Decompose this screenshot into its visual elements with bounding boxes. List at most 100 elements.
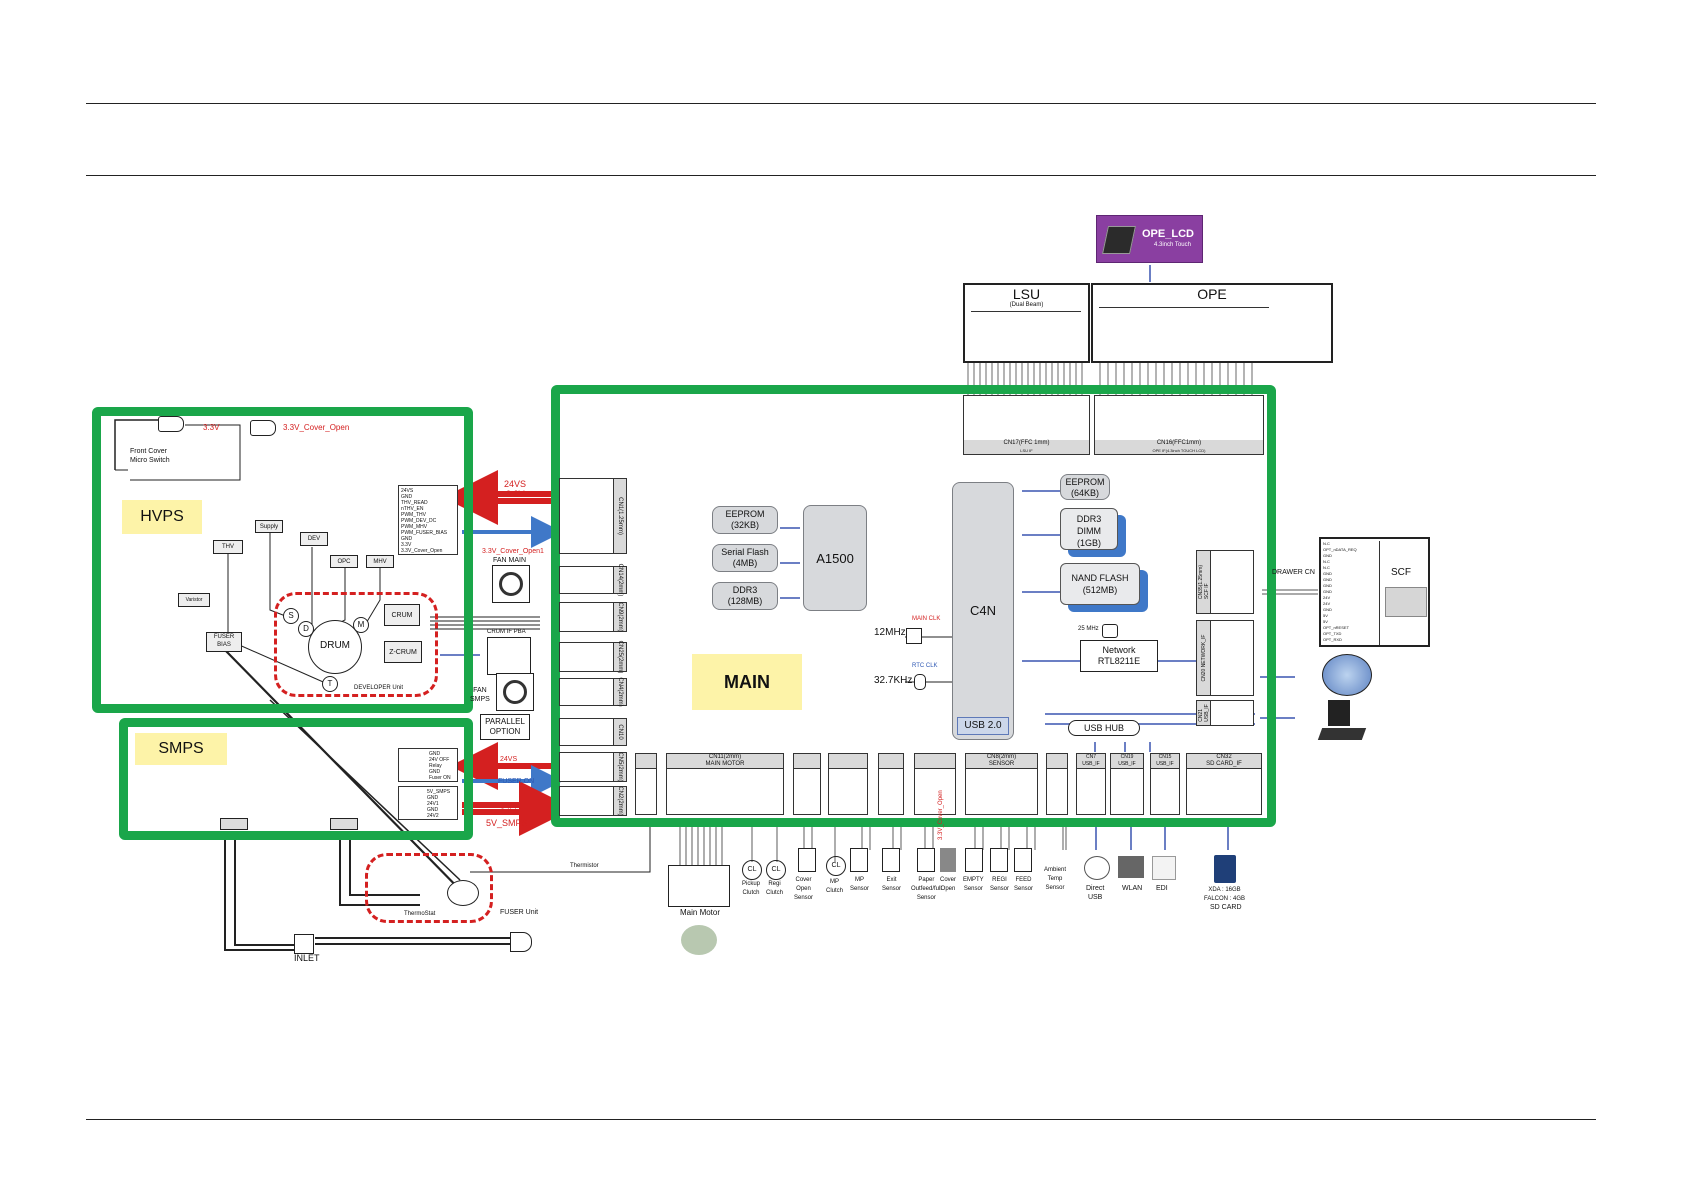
cn-ambient [1046, 753, 1068, 815]
cn16-connector: CN16(FFC1mm) OPE IF(4.3inch TOUCH LCD) [1094, 395, 1264, 455]
cn-cover [793, 753, 821, 815]
parallel-option-box: PARALLEL OPTION [480, 714, 530, 740]
switch-connector-a [158, 416, 184, 432]
c4n-label: C4N [969, 603, 996, 618]
fuser-unit-label: FUSER Unit [500, 909, 539, 916]
cover-open-label: Cover Open [940, 877, 957, 892]
mhz25-label: 25 MHz [1078, 626, 1099, 632]
cn2-connector: CN2(2mm) [559, 786, 627, 816]
lsu-block: LSU (Dual Beam) [963, 283, 1090, 363]
lcd-screen-icon [1102, 226, 1136, 254]
fan-smps-icon [496, 673, 534, 711]
regi-clutch-icon: CL [766, 860, 786, 880]
arrow-24v: 24V [500, 807, 517, 817]
cn-exit [878, 753, 904, 815]
header-rule-bottom [86, 175, 1596, 176]
mp-sensor-label: MP Sensor [850, 877, 870, 892]
crum-if-pba-label: CRUM IF PBA [487, 629, 526, 635]
network-globe-icon [1322, 654, 1372, 696]
cn11-label: CN11(2mm) MAIN MOTOR [667, 754, 783, 769]
cn16-sublabel: OPE IF(4.3inch TOUCH LCD) [1095, 447, 1263, 454]
edi-icon [1152, 856, 1176, 880]
eeprom-32kb: EEPROM (32KB) [712, 506, 778, 534]
ope-title: OPE [1197, 286, 1227, 302]
cn10-connector: CN10 [559, 718, 627, 746]
ope-lcd-title: OPE_LCD [1142, 228, 1194, 240]
arrow-fuser-on: FUSER ON [498, 778, 535, 785]
sd-card-spec: XDA : 16GB FALCON : 4GB [1204, 887, 1246, 902]
cn5-label: CN5(2mm) [617, 752, 623, 782]
cn20-label: CN20 NETWORK_IF [1200, 634, 1207, 682]
scf-tray-icon [1385, 587, 1427, 617]
cn2-label: CN2(2mm) [617, 786, 623, 816]
switch-connector-b [250, 420, 276, 436]
direct-usb-label: Direct USB [1086, 885, 1105, 901]
cn32-label: CN32 SD CARD_IF [1187, 754, 1261, 769]
cover-open-red-label: 3.3V_Cover_Open [938, 790, 944, 840]
main-board [551, 385, 1276, 827]
cn-thermistor [635, 753, 657, 815]
developer-unit-label: DEVELOPER Unit [354, 685, 404, 691]
cn20-connector: CN20 NETWORK_IF [1196, 620, 1254, 696]
cn32-connector: CN32 SD CARD_IF [1186, 753, 1262, 815]
hvps-3v3: 3.3V [203, 423, 220, 432]
pickup-clutch-icon: CL [742, 860, 762, 880]
main-motor-label: Main Motor [680, 908, 721, 917]
cn9-connector: CN9(2mm) [559, 602, 627, 632]
wlan-icon [1118, 856, 1144, 878]
regi-sensor-icon [990, 848, 1008, 872]
cover-open-icon [940, 848, 956, 872]
exit-sensor-icon [882, 848, 900, 872]
ambient-sensor-label: Ambient Temp Sensor [1044, 867, 1067, 891]
hvps-board [92, 407, 473, 713]
crystal-25mhz [1102, 624, 1118, 638]
fuser-unit-outline [365, 853, 493, 923]
khz-label: 32.7KHz [874, 675, 913, 686]
a1500-chip: A1500 [803, 505, 867, 611]
ope-lcd-subtitle: 4.3inch Touch [1154, 242, 1191, 248]
opc-box: OPC [330, 555, 358, 568]
scf-title: SCF [1391, 567, 1411, 578]
arrow-24vs: 24VS [504, 479, 527, 489]
roller-t: T [322, 676, 338, 692]
sd-card-icon [1214, 855, 1236, 883]
dev-box: DEV [300, 532, 328, 546]
cn35-connector: CN35(1.25mm) SCF IF [1196, 550, 1254, 614]
mp-clutch-icon: CL [826, 856, 846, 876]
cn21-label: CN21 USB_IF [1197, 704, 1210, 722]
cn4-connector: CN4(2mm) [559, 677, 627, 707]
cn7-connector: CN7 USB_IF [1076, 753, 1106, 815]
usb20-label: USB 2.0 [957, 717, 1009, 735]
arrow-24vs-smps: 24VS [500, 756, 518, 763]
drawer-cn-label: DRAWER CN [1272, 569, 1315, 576]
fuser-bias-box: FUSER BIAS [206, 632, 242, 652]
cn14-label: CN14(2mm) [617, 563, 623, 597]
crystal-32khz [914, 674, 926, 690]
cn8-connector: CN8(2mm) SENSOR [965, 753, 1038, 815]
cn8-label: CN8(2mm) SENSOR [966, 754, 1037, 769]
hvps-3v3-cover: 3.3V_Cover_Open [283, 423, 350, 432]
roller-d: D [298, 621, 314, 637]
cn5-connector: CN5(2mm) [559, 752, 627, 782]
inlet-label: INLET [294, 953, 320, 963]
header-rule-top [86, 103, 1596, 104]
cn1-connector: CN1(1.25mm) [559, 478, 627, 554]
feed-sensor-label: FEED Sensor [1014, 877, 1034, 892]
cn17-sublabel: LSU IF [964, 447, 1089, 454]
smps-fuser-connector [330, 818, 358, 830]
wlan-label: WLAN [1122, 885, 1143, 892]
cn21-connector: CN21 USB_IF [1196, 700, 1254, 726]
cn1-label: CN1(1.25mm) [617, 497, 623, 535]
lsu-subtitle: (Dual Beam) [1009, 302, 1044, 308]
network-chip: Network RTL8211E [1080, 640, 1158, 672]
roller-m: M [353, 617, 369, 633]
cn14-connector: CN14(2mm) [559, 563, 627, 597]
fan-smps-label: FAN SMPS [470, 687, 490, 703]
lsu-title: LSU [1012, 286, 1041, 302]
lsu-pin-list [971, 311, 1081, 358]
cn4-label: CN4(2mm) [617, 677, 623, 707]
